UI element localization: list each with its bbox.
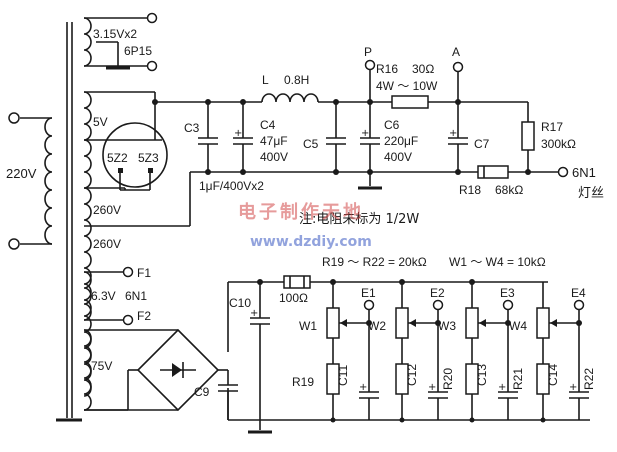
- tap-6n1-label: 6N1: [125, 289, 147, 303]
- r16-value: 30Ω: [412, 62, 434, 76]
- tube-envelope: [102, 122, 168, 188]
- resistor-note: 注:电阻未标为 1/2W: [299, 212, 419, 227]
- tap-f2-label: F2: [137, 309, 151, 323]
- filament-terminal: [557, 166, 569, 178]
- svg-text:+: +: [569, 382, 577, 393]
- label-c11: C11: [336, 365, 350, 386]
- r17-resistor: [521, 121, 535, 151]
- power-transformer: 220V 3.15Vx2 6P15 5V 260V 260V F1 F2 6: [6, 12, 190, 422]
- svg-text:+: +: [359, 382, 367, 393]
- watermark-url: www.dzdiy.com: [250, 234, 372, 250]
- f2-terminal: [122, 314, 134, 326]
- bias-output-e1: [363, 299, 375, 311]
- heater-terminal-bottom: [146, 60, 158, 72]
- c7-label: C7: [474, 137, 490, 151]
- bias-supply: C9 100Ω R19 ～ R22 = 20kΩ W1 ～ W4 = 10kΩ …: [84, 255, 596, 434]
- label-c14: C14: [546, 364, 560, 386]
- potentiometer-w1: [326, 307, 340, 339]
- r18-value: 68kΩ: [495, 183, 523, 197]
- bias-output-e2: [432, 299, 444, 311]
- svg-text:+: +: [449, 128, 457, 139]
- bias-output-e4: [573, 299, 585, 311]
- c4-value: 47μF: [260, 134, 288, 148]
- label-w3: W3: [438, 319, 456, 333]
- c3-label: C3: [184, 121, 200, 135]
- r16-resistor: [391, 95, 429, 109]
- potentiometer-w4: [536, 307, 550, 339]
- label-c12: C12: [405, 364, 419, 386]
- tap-260v-a-label: 260V: [93, 203, 121, 217]
- out-tube-label: 6N1: [572, 165, 596, 180]
- label-w1: W1: [299, 319, 317, 333]
- label-w2: W2: [368, 319, 386, 333]
- tap-6v3-label: 6.3V: [91, 289, 116, 303]
- mains-terminal-bottom: [8, 238, 20, 250]
- filter-network: L 0.8H C3 + C4 47μF 400V C5 + C6 220μF 4…: [152, 45, 604, 226]
- potentiometer-w3: [465, 307, 479, 339]
- inductor-label: L: [262, 73, 269, 87]
- mains-terminal-top: [8, 112, 20, 124]
- svg-text:+: +: [428, 382, 436, 393]
- r16-power: 4W ～ 10W: [376, 79, 438, 93]
- rectifier-tubes: 5Z2 5Z3: [102, 92, 168, 191]
- label-r22: R22: [582, 368, 596, 390]
- c10-label: C10: [229, 296, 251, 310]
- label-e2: E2: [430, 286, 445, 300]
- label-e3: E3: [500, 286, 515, 300]
- c6-voltage: 400V: [384, 150, 412, 164]
- label-e4: E4: [571, 286, 586, 300]
- tap-5v-label: 5V: [93, 115, 108, 129]
- label-r21: R21: [511, 368, 525, 390]
- label-r20: R20: [441, 368, 455, 390]
- label-r19: R19: [292, 375, 314, 389]
- c4-voltage: 400V: [260, 150, 288, 164]
- r18-label: R18: [459, 183, 481, 197]
- a-terminal: [452, 61, 464, 73]
- tube-5z2-label: 5Z2: [107, 151, 128, 165]
- svg-text:+: +: [361, 128, 369, 139]
- r16-label: R16: [376, 62, 398, 76]
- spec-w-label: W1 ～ W4 = 10kΩ: [449, 255, 546, 269]
- label-e1: E1: [361, 286, 376, 300]
- r18-resistor: [477, 165, 509, 179]
- r-series-100: [283, 275, 311, 289]
- c5-label: C5: [303, 137, 319, 151]
- c6-value: 220μF: [384, 134, 418, 148]
- svg-text:+: +: [234, 128, 242, 139]
- r17-label: R17: [541, 120, 563, 134]
- svg-text:+: +: [498, 382, 506, 393]
- tap-6p15-label: 6P15: [124, 44, 152, 58]
- p-label: P: [364, 45, 372, 59]
- c9-label: C9: [194, 385, 210, 399]
- p-terminal: [364, 59, 376, 71]
- potentiometer-w2: [395, 307, 409, 339]
- svg-text:+: +: [250, 308, 258, 319]
- primary-voltage-label: 220V: [6, 166, 37, 181]
- tap-260v-b-label: 260V: [93, 237, 121, 251]
- tap-75v-label: 75V: [91, 359, 112, 373]
- inductor-l: [261, 93, 319, 103]
- filament-label: 灯丝: [578, 186, 604, 201]
- primary-coil: [44, 117, 53, 245]
- tap-3v15-label: 3.15Vx2: [93, 27, 137, 41]
- c3-c5-note: 1μF/400Vx2: [199, 179, 264, 193]
- inductor-value: 0.8H: [284, 73, 309, 87]
- watermark-cn: 电子制作天地: [238, 201, 364, 223]
- r-series-label: 100Ω: [279, 291, 308, 305]
- f1-terminal: [122, 266, 134, 278]
- spec-r-label: R19 ～ R22 = 20kΩ: [322, 255, 427, 269]
- a-label: A: [452, 45, 460, 59]
- c6-label: C6: [384, 118, 400, 132]
- bias-output-e3: [502, 299, 514, 311]
- r17-value: 300kΩ: [541, 137, 576, 151]
- label-w4: W4: [509, 319, 527, 333]
- heater-terminal-top: [146, 12, 158, 24]
- c4-label: C4: [260, 118, 276, 132]
- label-c13: C13: [475, 364, 489, 386]
- tube-5z3-label: 5Z3: [138, 151, 159, 165]
- tap-f1-label: F1: [137, 266, 151, 280]
